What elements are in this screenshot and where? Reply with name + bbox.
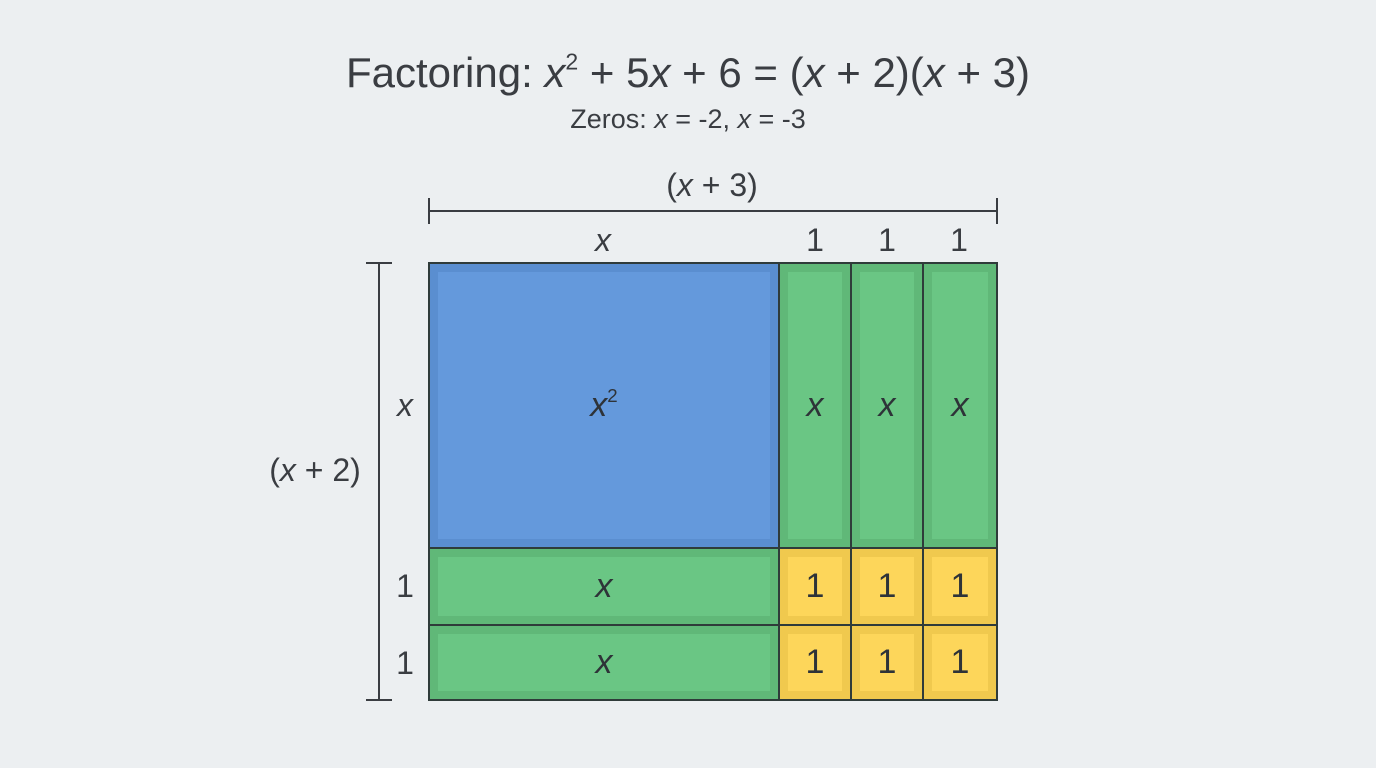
top-segment-x: x [595,222,611,258]
tile-label: 1 [877,643,897,681]
unit-tile: 1 [850,547,924,626]
left-dimension-tick-top [366,262,392,264]
x-tile-vertical: x [778,262,852,549]
top-dimension-tick-right [996,198,998,224]
title-var: x [803,49,825,96]
unit-tile: 1 [778,624,852,701]
tile-label: x [595,643,613,681]
title-var: x [649,49,671,96]
subtitle-text: = -2, [667,104,738,134]
unit-tile: 1 [850,624,924,701]
tile-label: 1 [877,567,897,605]
label-text: ( [666,167,677,203]
tile-label: x [806,386,824,424]
tile-exponent: 2 [607,384,618,406]
x-tile-horizontal: x [428,547,780,626]
top-dimension-label: (x + 3) [612,165,812,205]
label-text: + 3) [692,167,758,203]
label-text: ( [269,452,280,488]
subtitle-prefix: Zeros: [570,104,655,134]
x-tile-horizontal: x [428,624,780,701]
label-var: x [676,167,693,203]
zeros-subtitle: Zeros: x = -2, x = -3 [0,102,1376,136]
title-text: + 2)( [824,49,924,96]
left-dimension-line [378,262,380,701]
diagram-title: Factoring: x2 + 5x + 6 = (x + 2)(x + 3) [0,48,1376,98]
unit-tile: 1 [922,624,998,701]
title-text: + 6 = ( [670,49,804,96]
left-dimension-tick-bottom [366,699,392,701]
subtitle-var: x [737,104,752,134]
title-prefix: Factoring: [346,49,545,96]
tile-label: 1 [950,567,970,605]
left-segment-1: 1 [396,568,414,604]
unit-tile: 1 [922,547,998,626]
title-text: + 5 [578,49,650,96]
left-segment-x: x [397,387,413,423]
unit-tile: 1 [778,547,852,626]
x-tile-vertical: x [850,262,924,549]
top-segment-1: 1 [950,222,968,258]
tile-label: x [595,567,613,605]
top-dimension-line [428,210,998,212]
tile-label: x [951,386,969,424]
tile-label: 1 [805,567,825,605]
tile-var: x [590,386,608,424]
label-text: + 2) [295,452,361,488]
x-squared-label: x2 [590,386,617,425]
left-dimension-label: (x + 2) [255,450,375,490]
x-squared-tile: x2 [428,262,780,549]
title-text: + 3) [944,49,1030,96]
left-segment-1: 1 [396,645,414,681]
tile-label: 1 [805,643,825,681]
label-var: x [279,452,296,488]
title-var: x [544,49,566,96]
tile-label: 1 [950,643,970,681]
top-dimension-tick-left [428,198,430,224]
top-segment-1: 1 [806,222,824,258]
top-segment-1: 1 [878,222,896,258]
tile-label: x [878,386,896,424]
x-tile-vertical: x [922,262,998,549]
subtitle-text: = -3 [751,104,806,134]
subtitle-var: x [654,104,668,134]
title-var: x [923,49,945,96]
title-exponent: 2 [565,48,579,75]
